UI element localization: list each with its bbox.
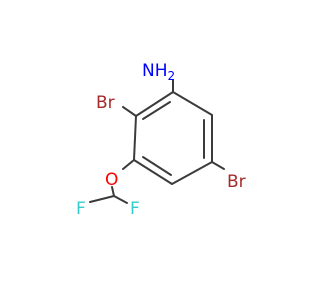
oxygen-label: O (105, 170, 118, 190)
bond-c2-br (122, 106, 137, 117)
ring-bond-c1-c2 (135, 91, 174, 117)
amine-nh-text: NH (142, 61, 168, 81)
bond-c5-br (211, 161, 225, 170)
ring-bond-c3-c4 (133, 159, 173, 185)
bond-chf2-f1 (89, 195, 115, 203)
fluorine-label-left: F (76, 199, 86, 219)
ring-bond-c2-c3 (133, 115, 137, 161)
bond-group (89, 79, 225, 204)
bond-c3-o (122, 159, 135, 170)
double-bond-c3-c4-inner (142, 156, 172, 176)
molecule-diagram: NH2 Br Br O F F (76, 61, 246, 219)
amine-label: NH2 (142, 61, 175, 83)
ring-bond-c4-c5 (171, 161, 213, 185)
amine-subscript-text: 2 (168, 69, 176, 83)
bromine-label-meta: Br (227, 172, 246, 192)
ring-bond-c6-c1 (172, 91, 213, 116)
bromine-label-ortho: Br (96, 93, 115, 113)
atom-labels: NH2 Br Br O F F (76, 61, 246, 219)
bond-o-chf2 (111, 186, 115, 197)
fluorine-label-right: F (130, 199, 140, 219)
structure-drawing: NH2 Br Br O F F (76, 61, 246, 219)
bond-chf2-f2 (113, 195, 128, 204)
double-bond-c1-c2-inner (142, 101, 171, 120)
